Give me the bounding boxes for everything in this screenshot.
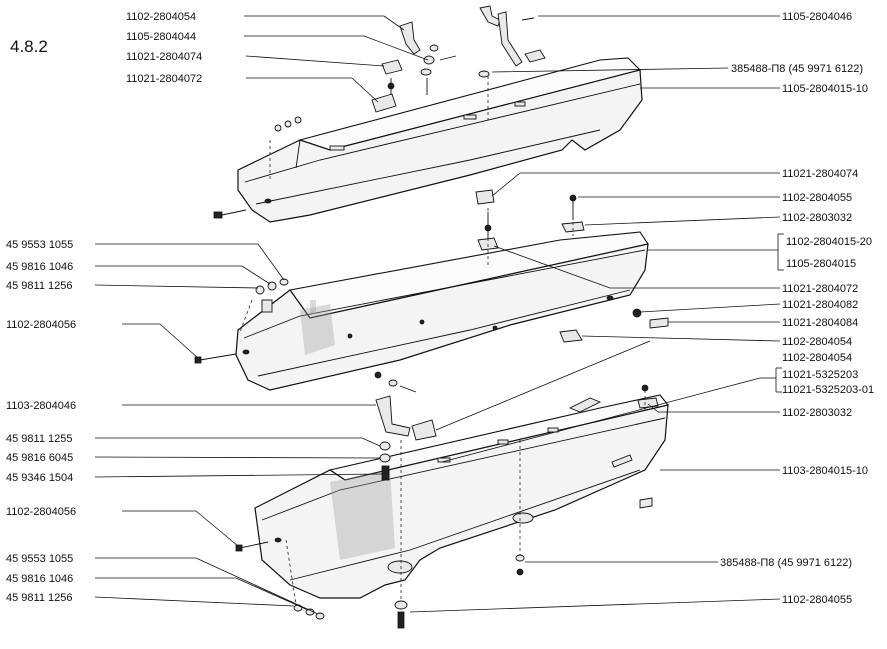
middle-fasteners [194, 189, 669, 393]
lower-fasteners [235, 384, 659, 629]
label-l09: 1103-2804046 [6, 400, 76, 412]
label-l16: 45 9811 1256 [6, 592, 72, 604]
label-r18: 385488-П8 (45 9971 6122) [720, 557, 852, 569]
label-r16: 1102-2803032 [782, 407, 852, 419]
label-r09: 11021-2804072 [782, 283, 858, 295]
label-r14: 11021-5325203 [782, 369, 858, 381]
label-l02: 1105-2804044 [126, 31, 196, 43]
label-r07: 1102-2804015-20 [786, 236, 872, 248]
label-r15: 11021-5325203-01 [782, 384, 874, 396]
label-r03: 1105-2804015-10 [782, 83, 868, 95]
left-callouts: 1102-2804054 1105-2804044 11021-2804074 … [6, 11, 429, 615]
label-r10: 11021-2804082 [782, 299, 858, 311]
upper-bracket-assembly [213, 5, 546, 219]
label-l04: 11021-2804072 [126, 73, 202, 85]
label-r11: 11021-2804084 [782, 317, 858, 329]
label-r04: 11021-2804074 [782, 168, 858, 180]
label-l11: 45 9816 6045 [6, 452, 73, 464]
label-r19: 1102-2804055 [782, 594, 852, 606]
label-r01: 1105-2804046 [782, 11, 852, 23]
label-l14: 45 9553 1055 [6, 553, 73, 565]
label-l13: 1102-2804056 [6, 506, 76, 518]
assembly-axes [239, 76, 646, 605]
label-l05: 45 9553 1055 [6, 239, 73, 251]
label-r17: 1103-2804015-10 [782, 465, 868, 477]
label-r08: 1105-2804015 [786, 258, 856, 270]
label-l15: 45 9816 1046 [6, 573, 73, 585]
label-l01: 1102-2804054 [126, 11, 196, 23]
label-r13: 1102-2804054 [782, 352, 852, 364]
label-r02: 385488-П8 (45 9971 6122) [731, 63, 863, 75]
label-r12: 1102-2804054 [782, 336, 852, 348]
label-l08: 1102-2804056 [6, 319, 76, 331]
upper-bumper [237, 57, 643, 223]
label-l03: 11021-2804074 [126, 51, 202, 63]
label-l07: 45 9811 1256 [6, 280, 72, 292]
label-r05: 1102-2804055 [782, 192, 852, 204]
label-r06: 1102-2803032 [782, 212, 852, 224]
middle-bumper [235, 231, 649, 391]
lower-bumper [254, 394, 669, 599]
label-l12: 45 9346 1504 [6, 472, 73, 484]
label-l10: 45 9811 1255 [6, 433, 72, 445]
right-callouts: 1105-2804046 385488-П8 (45 9971 6122) 11… [409, 11, 874, 613]
label-l06: 45 9816 1046 [6, 261, 73, 273]
section-number: 4.8.2 [10, 37, 48, 56]
